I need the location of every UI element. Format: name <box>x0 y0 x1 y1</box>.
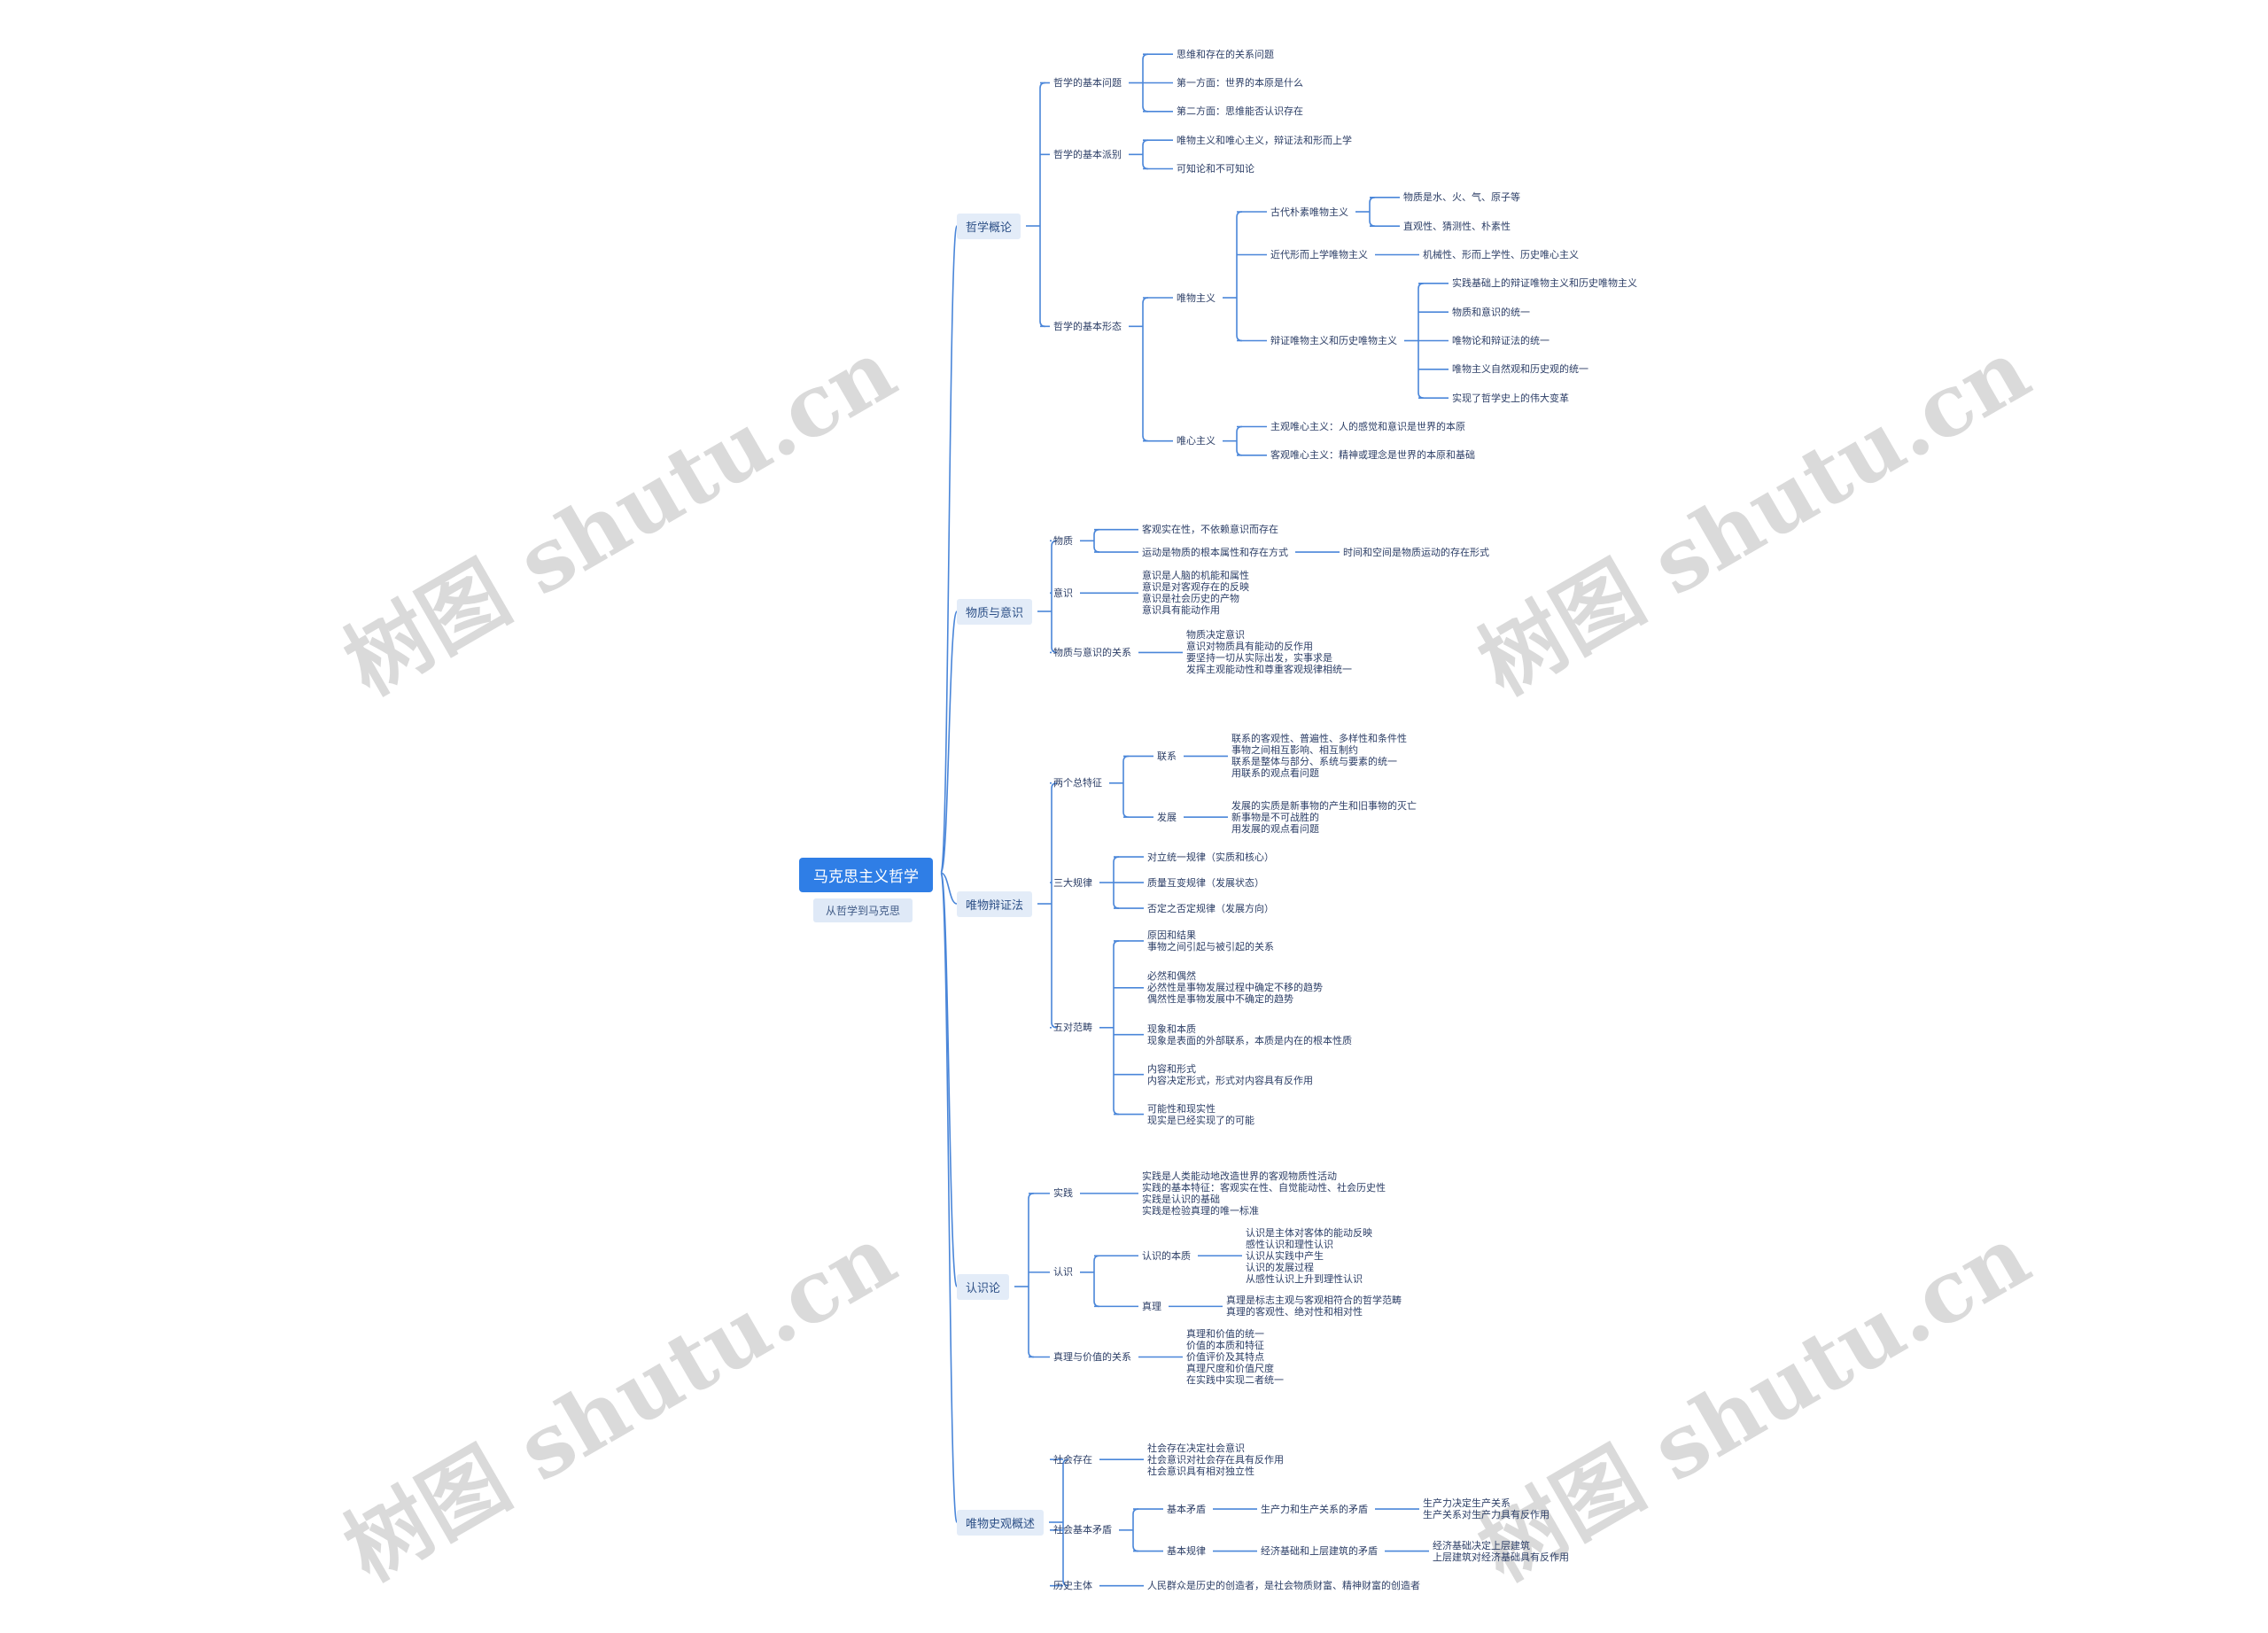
root-node[interactable]: 马克思主义哲学 <box>799 858 933 892</box>
topic-node[interactable]: 经济基础决定上层建筑 上层建筑对经济基础具有反作用 <box>1433 1539 1569 1563</box>
branch-node[interactable]: 唯物辩证法 <box>957 890 1033 917</box>
topic-node[interactable]: 实践基础上的辩证唯物主义和历史唯物主义 <box>1452 277 1637 290</box>
topic-node[interactable]: 直观性、猜测性、朴素性 <box>1403 220 1511 232</box>
topic-node[interactable]: 运动是物质的根本属性和存在方式 <box>1142 546 1288 558</box>
topic-node[interactable]: 生产力决定生产关系 生产关系对生产力具有反作用 <box>1423 1497 1550 1521</box>
topic-node[interactable]: 生产力和生产关系的矛盾 <box>1261 1503 1368 1515</box>
topic-node[interactable]: 历史主体 <box>1053 1580 1092 1592</box>
topic-node[interactable]: 社会存在 <box>1053 1453 1092 1466</box>
topic-node[interactable]: 唯物主义 <box>1177 292 1216 304</box>
topic-node[interactable]: 实现了哲学史上的伟大变革 <box>1452 392 1569 404</box>
topic-node[interactable]: 唯物论和辩证法的统一 <box>1452 335 1550 346</box>
topic-node[interactable]: 社会基本矛盾 <box>1053 1524 1112 1536</box>
topic-node[interactable]: 人民群众是历史的创造者，是社会物质财富、精神财富的创造者 <box>1147 1580 1420 1592</box>
topic-node[interactable]: 古代朴素唯物主义 <box>1270 206 1348 218</box>
topic-node[interactable]: 辩证唯物主义和历史唯物主义 <box>1270 335 1397 346</box>
topic-node[interactable]: 现象和本质 现象是表面的外部联系，本质是内在的根本性质 <box>1147 1023 1352 1046</box>
topic-node[interactable]: 唯物主义自然观和历史观的统一 <box>1452 363 1588 376</box>
topic-node[interactable]: 物质是水、火、气、原子等 <box>1403 191 1520 204</box>
topic-node[interactable]: 联系的客观性、普遍性、多样性和条件性 事物之间相互影响、相互制约 联系是整体与部… <box>1231 733 1407 780</box>
topic-node[interactable]: 必然和偶然 必然性是事物发展过程中确定不移的趋势 偶然性是事物发展中不确定的趋势 <box>1147 970 1323 1006</box>
topic-node[interactable]: 实践 <box>1053 1187 1073 1200</box>
topic-node[interactable]: 对立统一规律（实质和核心） <box>1147 851 1274 863</box>
root-subtitle: 从哲学到马克思 <box>813 898 913 922</box>
topic-node[interactable]: 认识的本质 <box>1142 1249 1191 1262</box>
topic-node[interactable]: 否定之否定规律（发展方向） <box>1147 902 1274 914</box>
branch-node[interactable]: 唯物史观概述 <box>957 1509 1045 1536</box>
topic-node[interactable]: 第二方面：思维能否认识存在 <box>1177 105 1303 118</box>
topic-node[interactable]: 质量互变规律（发展状态） <box>1147 876 1264 889</box>
topic-node[interactable]: 发展的实质是新事物的产生和旧事物的灭亡 新事物是不可战胜的 用发展的观点看问题 <box>1231 799 1417 835</box>
topic-node[interactable]: 真理与价值的关系 <box>1053 1351 1131 1363</box>
topic-node[interactable]: 真理和价值的统一 价值的本质和特征 价值评价及其特点 真理尺度和价值尺度 在实践… <box>1186 1328 1284 1386</box>
topic-node[interactable]: 哲学的基本问题 <box>1053 77 1122 89</box>
topic-node[interactable]: 物质与意识的关系 <box>1053 646 1131 658</box>
topic-node[interactable]: 社会存在决定社会意识 社会意识对社会存在具有反作用 社会意识具有相对独立性 <box>1147 1442 1284 1477</box>
topic-node[interactable]: 基本矛盾 <box>1167 1503 1206 1515</box>
topic-node[interactable]: 意识 <box>1053 587 1073 599</box>
topic-node[interactable]: 真理 <box>1142 1300 1161 1312</box>
topic-node[interactable]: 两个总特征 <box>1053 777 1102 789</box>
connector <box>940 872 958 1287</box>
topic-node[interactable]: 物质 <box>1053 534 1073 547</box>
branch-node[interactable]: 认识论 <box>957 1273 1010 1300</box>
topic-node[interactable]: 原因和结果 事物之间引起与被引起的关系 <box>1147 929 1274 953</box>
topic-node[interactable]: 哲学的基本形态 <box>1053 320 1122 332</box>
topic-node[interactable]: 经济基础和上层建筑的矛盾 <box>1261 1545 1378 1558</box>
topic-node[interactable]: 近代形而上学唯物主义 <box>1270 249 1368 261</box>
topic-node[interactable]: 物质和意识的统一 <box>1452 306 1530 318</box>
topic-node[interactable]: 实践是人类能动地改造世界的客观物质性活动 实践的基本特征：客观实在性、自觉能动性… <box>1142 1170 1386 1217</box>
topic-node[interactable]: 五对范畴 <box>1053 1022 1092 1034</box>
topic-node[interactable]: 思维和存在的关系问题 <box>1177 48 1274 60</box>
topic-node[interactable]: 客观唯心主义：精神或理念是世界的本原和基础 <box>1270 449 1475 462</box>
topic-node[interactable]: 真理是标志主观与客观相符合的哲学范畴 真理的客观性、绝对性和相对性 <box>1226 1295 1402 1318</box>
topic-node[interactable]: 物质决定意识 意识对物质具有能动的反作用 要坚持一切从实际出发，实事求是 发挥主… <box>1186 629 1352 676</box>
topic-node[interactable]: 时间和空间是物质运动的存在形式 <box>1343 546 1489 558</box>
branch-node[interactable]: 物质与意识 <box>957 598 1033 625</box>
topic-node[interactable]: 唯物主义和唯心主义，辩证法和形而上学 <box>1177 134 1352 146</box>
topic-node[interactable]: 机械性、形而上学性、历史唯心主义 <box>1423 249 1579 261</box>
topic-node[interactable]: 认识 <box>1053 1266 1073 1279</box>
connector <box>940 225 958 874</box>
connector <box>940 610 958 874</box>
branch-node[interactable]: 哲学概论 <box>957 213 1021 239</box>
topic-node[interactable]: 主观唯心主义：人的感觉和意识是世界的本原 <box>1270 421 1465 432</box>
connector <box>940 872 958 905</box>
topic-node[interactable]: 发展 <box>1157 811 1177 823</box>
topic-node[interactable]: 意识是人脑的机能和属性 意识是对客观存在的反映 意识是社会历史的产物 意识具有能… <box>1142 570 1249 617</box>
topic-node[interactable]: 可知论和不可知论 <box>1177 163 1254 175</box>
topic-node[interactable]: 客观实在性，不依赖意识而存在 <box>1142 524 1278 536</box>
topic-node[interactable]: 第一方面：世界的本原是什么 <box>1177 77 1303 89</box>
topic-node[interactable]: 唯心主义 <box>1177 435 1216 447</box>
topic-node[interactable]: 哲学的基本派别 <box>1053 148 1122 160</box>
topic-node[interactable]: 认识是主体对客体的能动反映 感性认识和理性认识 认识从实践中产生 认识的发展过程… <box>1246 1226 1372 1285</box>
connector <box>940 872 958 1523</box>
topic-node[interactable]: 基本规律 <box>1167 1545 1206 1558</box>
topic-node[interactable]: 内容和形式 内容决定形式，形式对内容具有反作用 <box>1147 1062 1313 1086</box>
topic-node[interactable]: 可能性和现实性 现实是已经实现了的可能 <box>1147 1102 1254 1126</box>
topic-node[interactable]: 联系 <box>1157 750 1177 762</box>
topic-node[interactable]: 三大规律 <box>1053 876 1092 889</box>
